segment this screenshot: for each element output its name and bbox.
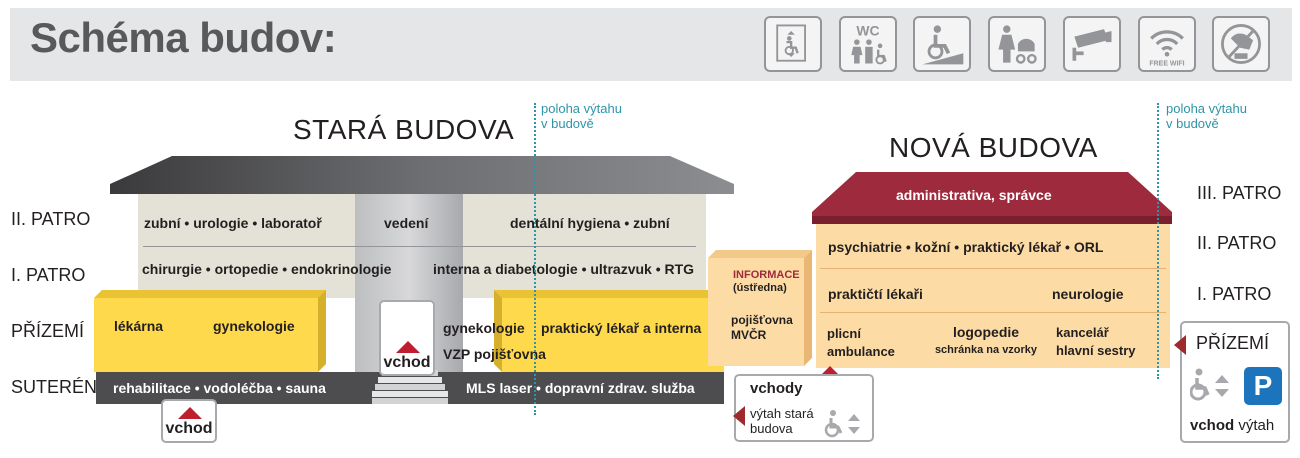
new-ground-b1: logopedie <box>952 324 1020 340</box>
svg-text:FREE WIFI: FREE WIFI <box>1149 60 1184 67</box>
floor-label-right-2: I. PATRO <box>1197 284 1272 304</box>
new-elevator-note: poloha výtahu v budově <box>1166 101 1247 131</box>
free-wifi-icon: FREE WIFI <box>1138 16 1196 72</box>
old-floor-divider <box>143 246 696 247</box>
old-floor2-center: vedení <box>384 215 429 231</box>
old-ground-left-block <box>94 290 326 372</box>
old-building-title: STARÁ BUDOVA <box>293 114 515 145</box>
wheelchair-elevator-icon-right <box>1190 368 1229 401</box>
new-ground-c1: kancelář <box>1056 325 1109 340</box>
insurance-mvcr: pojišťovna MVČR <box>731 313 793 343</box>
middle-entries-sign[interactable]: vchody výtah stará budova <box>733 374 874 442</box>
svg-text:WC: WC <box>856 23 879 39</box>
middle-elevator-arrow-icon <box>733 406 745 426</box>
main-entry-label: vchod <box>383 354 431 371</box>
new-ground-c: kancelář hlavní sestry <box>1056 324 1136 360</box>
wc-icon: WC <box>839 16 897 72</box>
elevator-icon <box>764 16 822 72</box>
right-entry-arrow-icon <box>1174 335 1186 355</box>
entry-arrow-icon <box>396 341 420 353</box>
basement-entry-arrow-icon <box>178 407 202 419</box>
right-entry-title: PŘÍZEMÍ <box>1196 333 1270 353</box>
wheelchair-ramp-icon <box>913 16 971 72</box>
new-floor1-left: praktičtí lékaři <box>828 286 923 302</box>
old-elevator-note-line1: poloha výtahu <box>541 101 622 116</box>
floor-label-left-1: I. PATRO <box>11 265 86 285</box>
new-ground-c2: hlavní sestry <box>1056 343 1136 358</box>
old-floor1-right: interna a diabetologie • ultrazvuk • RTG <box>433 261 695 277</box>
old-ground-left-1: lékárna <box>114 318 164 334</box>
old-elevator-line <box>534 103 536 415</box>
old-elevator-note-line2: v budově <box>541 116 594 131</box>
new-elevator-line <box>1157 103 1159 379</box>
main-entry-sign[interactable]: vchod <box>379 300 435 376</box>
right-entry-sign[interactable]: PŘÍZEMÍ P vchod výtah <box>1174 321 1290 443</box>
floor-label-left-3: SUTERÉN <box>11 377 98 397</box>
new-building-wall <box>816 224 1170 368</box>
new-elevator-note-line2: v budově <box>1166 116 1219 131</box>
new-floor1-right: neurologie <box>1052 286 1124 302</box>
old-ground-right-2: praktický lékař a interna <box>541 320 702 336</box>
mother-child-icon <box>988 16 1046 72</box>
basement-entry-sign[interactable]: vchod <box>161 399 217 443</box>
new-ground-a2: ambulance <box>827 344 895 359</box>
old-elevator-note: poloha výtahu v budově <box>541 101 622 131</box>
right-entry-vchod: vchod <box>1190 417 1235 434</box>
info-sub: (ústředna) <box>733 282 787 294</box>
floor-label-right-0: III. PATRO <box>1197 183 1282 203</box>
old-building-roof <box>110 156 734 194</box>
new-floor2: psychiatrie • kožní • praktický lékař • … <box>828 239 1104 255</box>
new-floor-divider-1 <box>820 268 1166 269</box>
camera-icon <box>1063 16 1121 72</box>
floor-label-right-1: II. PATRO <box>1197 233 1277 253</box>
right-entry-footer: vchod výtah <box>1190 417 1274 434</box>
new-ground-b2: schránka na vzorky <box>934 344 1038 356</box>
middle-entries-title: vchody <box>750 380 803 397</box>
old-ground-right-block <box>494 290 724 372</box>
floor-label-left-0: II. PATRO <box>11 209 91 229</box>
old-ground-right-3: VZP pojišťovna <box>443 346 546 362</box>
old-basement-left: rehabilitace • vodoléčba • sauna <box>113 380 326 396</box>
old-floor2-right: dentální hygiena • zubní <box>510 215 670 231</box>
insurance-line1: pojišťovna <box>731 313 793 327</box>
wheelchair-elevator-icon <box>824 410 860 438</box>
page-title: Schéma budov: <box>30 14 337 61</box>
new-building-roof <box>812 172 1172 224</box>
basement-entry-label: vchod <box>165 420 213 437</box>
new-elevator-note-line1: poloha výtahu <box>1166 101 1247 116</box>
new-floor-divider-2 <box>820 312 1166 313</box>
parking-icon: P <box>1244 367 1282 405</box>
insurance-line2: MVČR <box>731 328 767 342</box>
new-roof-label: administrativa, správce <box>896 187 1052 203</box>
connector-block <box>708 250 812 366</box>
old-floor2-left: zubní • urologie • laboratoř <box>144 215 322 231</box>
no-tipping-icon <box>1212 16 1270 72</box>
middle-elevator-text: výtah stará budova <box>750 406 814 436</box>
new-ground-a1: plicní <box>827 326 861 341</box>
info-title: INFORMACE <box>733 269 800 281</box>
old-ground-right-1: gynekologie <box>443 320 525 336</box>
middle-elevator-line2: budova <box>750 421 793 436</box>
old-ground-left-2: gynekologie <box>213 318 295 334</box>
right-entry-vytah: výtah <box>1238 417 1275 434</box>
floor-label-left-2: PŘÍZEMÍ <box>11 321 85 341</box>
middle-elevator-line1: výtah stará <box>750 406 814 421</box>
new-ground-a: plicní ambulance <box>827 325 895 361</box>
new-ground-b: logopedie schránka na vzorky <box>928 323 1044 359</box>
old-basement-right: MLS laser • dopravní zdrav. služba <box>466 380 695 396</box>
old-floor1-left: chirurgie • ortopedie • endokrinologie <box>142 261 392 277</box>
new-building-title: NOVÁ BUDOVA <box>889 132 1098 163</box>
